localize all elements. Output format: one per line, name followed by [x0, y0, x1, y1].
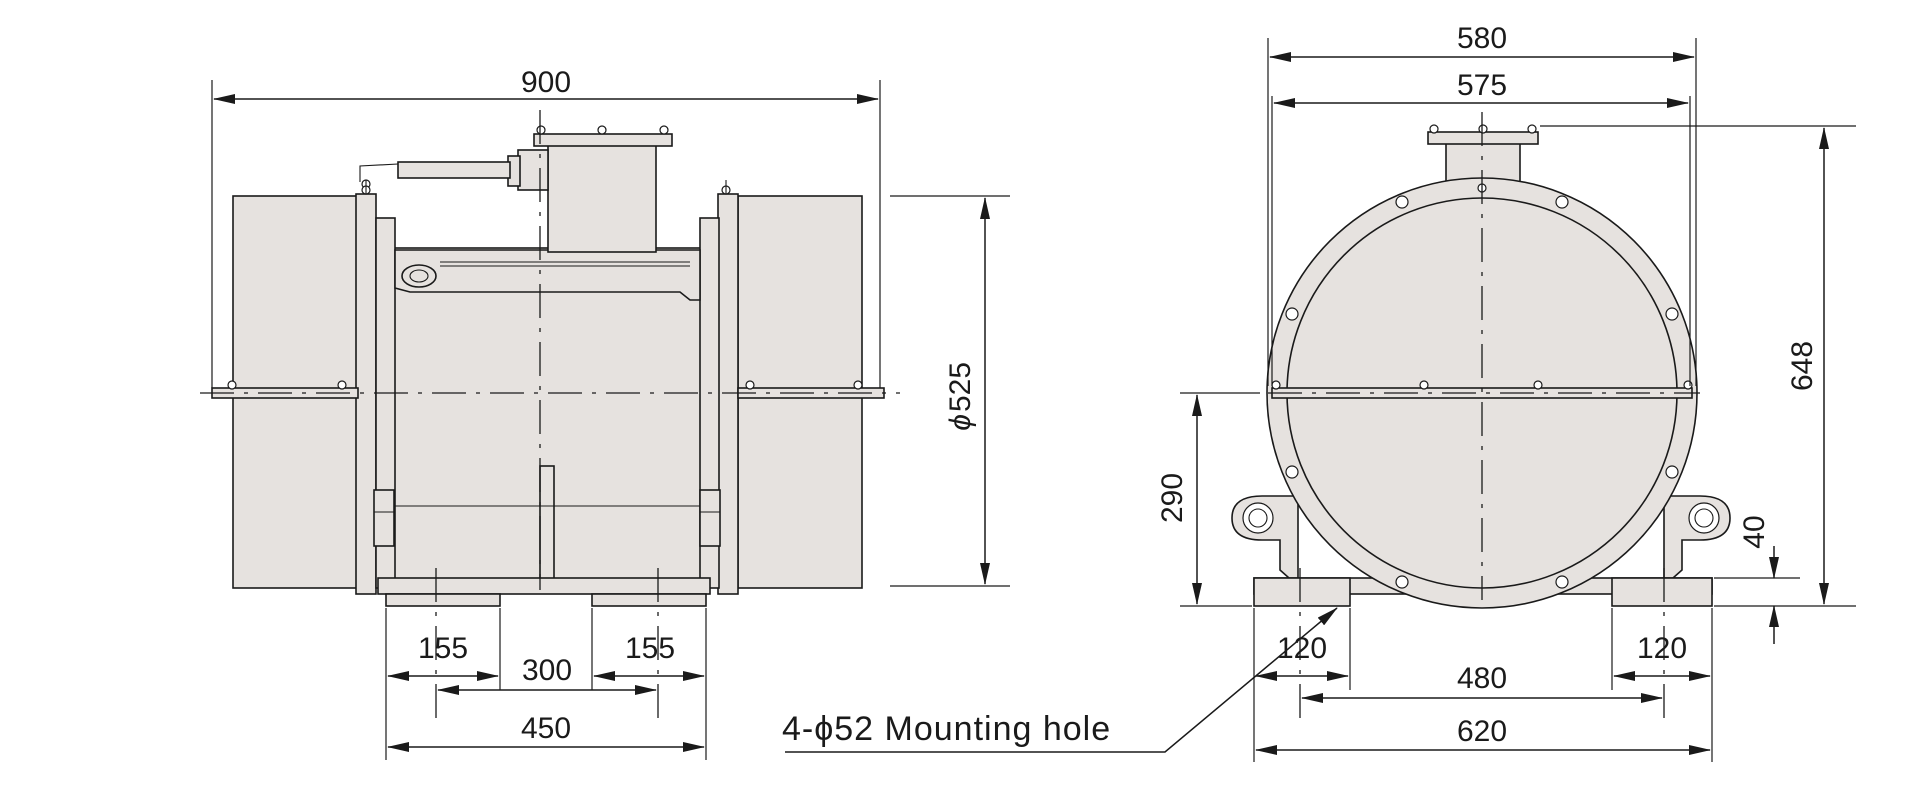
- side-view: 580 575 648 290 40 120 120 480 620 4-ϕ52…: [782, 22, 1856, 762]
- side-dim-480: 480: [1457, 662, 1507, 695]
- front-dim-900: 900: [521, 66, 571, 99]
- side-dim-120-right: 120: [1637, 632, 1687, 665]
- terminal-box: [547, 143, 657, 253]
- top-bar: [394, 249, 701, 301]
- mounting-hole-callout: 4-ϕ52 Mounting hole: [782, 710, 1111, 748]
- front-base: [377, 577, 711, 595]
- front-dim-diameter-symbol: ϕ: [944, 414, 977, 431]
- side-dim-580: 580: [1457, 22, 1507, 55]
- front-foot-right: [591, 593, 707, 607]
- front-dim-525: 525: [944, 362, 977, 412]
- left-frame-plate: [355, 193, 377, 595]
- side-dim-648: 648: [1786, 341, 1819, 391]
- side-dim-620: 620: [1457, 715, 1507, 748]
- side-dim-290: 290: [1156, 473, 1189, 523]
- side-foot-right: [1611, 577, 1713, 607]
- side-foot-left: [1253, 577, 1351, 607]
- front-dim-155-left: 155: [418, 632, 468, 665]
- drum-body: [379, 247, 711, 587]
- eye-bolt: [401, 264, 437, 288]
- front-dim-300: 300: [522, 654, 572, 687]
- front-view: 900 ϕ 525 155 155 300 450: [200, 66, 1010, 760]
- side-dim-575: 575: [1457, 69, 1507, 102]
- front-dim-155-right: 155: [625, 632, 675, 665]
- front-dim-450: 450: [521, 712, 571, 745]
- front-foot-left: [385, 593, 501, 607]
- mounting-hole-leader: [785, 607, 1338, 753]
- right-frame-plate: [717, 193, 739, 595]
- side-dim-40: 40: [1738, 515, 1771, 548]
- cable-gland: [517, 149, 549, 191]
